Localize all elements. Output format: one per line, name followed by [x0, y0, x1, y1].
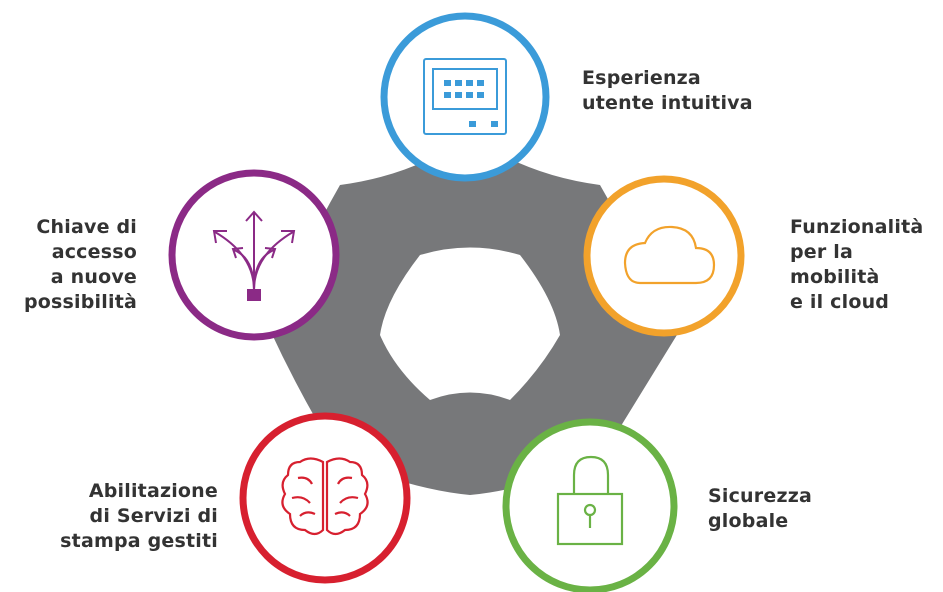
node-label-access: Chiave di accesso a nuove possibilità: [23, 216, 137, 313]
padlock-icon: [556, 455, 624, 546]
branching-arrows-icon: [212, 210, 296, 301]
node-security: [502, 418, 678, 592]
node-ring: [239, 412, 411, 584]
control-panel-icon: [423, 58, 507, 135]
node-access: [168, 169, 340, 341]
node-label-security: Sicurezza globale: [708, 485, 812, 532]
brain-icon: [281, 457, 369, 536]
node-ring: [380, 12, 550, 182]
node-label-cloud: Funzionalità per la mobilità e il cloud: [790, 216, 924, 313]
node-ux: [380, 12, 550, 182]
node-mps: [239, 412, 411, 584]
node-label-mps: Abilitazione di Servizi di stampa gestit…: [60, 480, 218, 552]
node-cloud: [583, 175, 745, 337]
node-label-ux: Esperienza utente intuitiva: [582, 67, 753, 114]
node-ring: [583, 175, 745, 337]
hub-shape: [270, 135, 680, 495]
cloud-icon: [623, 225, 716, 285]
